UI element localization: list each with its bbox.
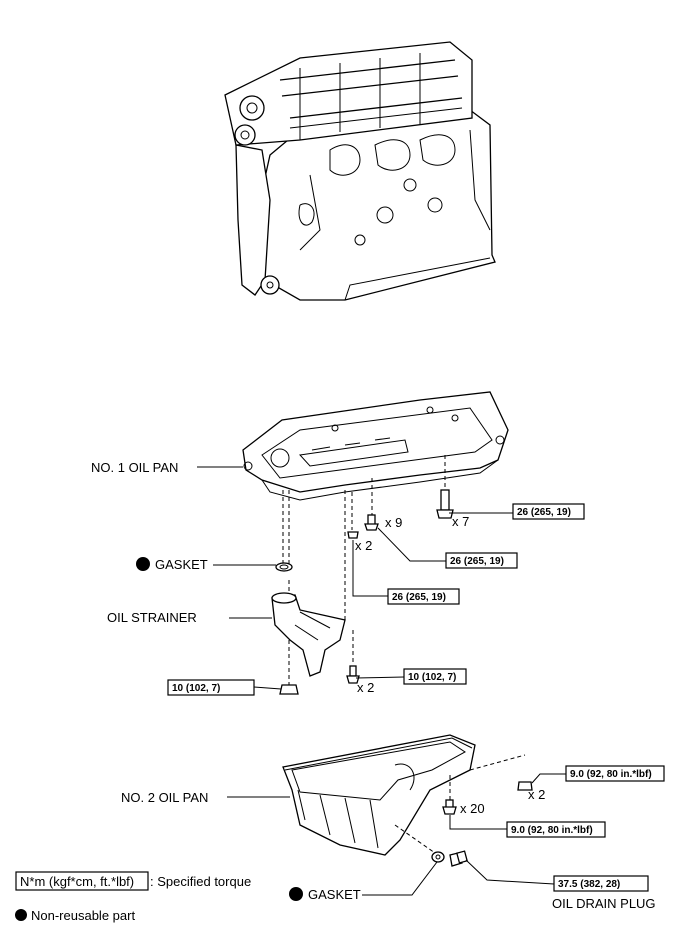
torque-box-strainer: 10 (102, 7) [167, 679, 255, 696]
no2-oil-pan-illustration [282, 734, 476, 856]
gasket-upper-illustration [275, 562, 293, 572]
torque-box-nut-x2: 9.0 (92, 80 in.*lbf) [565, 765, 665, 782]
non-reusable-marker-gasket-upper [136, 557, 150, 571]
qty-x2-strainer: x 2 [357, 680, 374, 695]
torque-box-x2: 26 (265, 19) [387, 588, 460, 605]
label-no2-oil-pan: NO. 2 OIL PAN [121, 790, 208, 805]
oil-drain-plug-illustration [449, 850, 468, 867]
bolt-x20 [442, 799, 457, 815]
torque-box-bolt-x20: 9.0 (92, 80 in.*lbf) [506, 821, 606, 838]
legend-non-reusable-marker [15, 909, 27, 921]
engine-block-illustration [224, 41, 496, 301]
oil-strainer-illustration [271, 592, 346, 677]
label-gasket-upper: GASKET [155, 557, 208, 572]
torque-value-x9: 26 (265, 19) [450, 556, 504, 567]
qty-x9: x 9 [385, 515, 402, 530]
nut-x2 [517, 781, 533, 791]
bolt-x7 [436, 489, 454, 519]
torque-value-x7: 26 (265, 19) [517, 507, 571, 518]
legend-torque-text: : Specified torque [150, 874, 251, 889]
qty-x2-nut: x 2 [528, 787, 545, 802]
legend: N*m (kgf*cm, ft.*lbf) : Specified torque… [15, 871, 251, 923]
qty-x20: x 20 [460, 801, 485, 816]
gasket-lower-illustration [431, 851, 445, 863]
legend-torque-box [15, 871, 149, 891]
torque-value-drain: 37.5 (382, 28) [558, 879, 620, 890]
torque-box-strainer-bolts: 10 (102, 7) [403, 668, 467, 685]
qty-x2-stud: x 2 [355, 538, 372, 553]
torque-box-drain: 37.5 (382, 28) [553, 875, 649, 892]
torque-box-x7: 26 (265, 19) [512, 503, 585, 520]
no1-oil-pan-illustration [242, 391, 509, 501]
torque-value-nut-x2: 9.0 (92, 80 in.*lbf) [570, 769, 652, 780]
stud-x2 [347, 531, 359, 539]
legend-torque-unit: N*m (kgf*cm, ft.*lbf) [20, 874, 134, 889]
torque-value-strainer-bolts: 10 (102, 7) [408, 672, 456, 683]
legend-non-reusable-text: Non-reusable part [31, 908, 135, 923]
label-gasket-lower: GASKET [308, 887, 361, 902]
torque-value-strainer: 10 (102, 7) [172, 683, 220, 694]
label-oil-drain-plug: OIL DRAIN PLUG [552, 896, 656, 911]
torque-value-bolt-x20: 9.0 (92, 80 in.*lbf) [511, 825, 593, 836]
torque-value-x2: 26 (265, 19) [392, 592, 446, 603]
qty-x7: x 7 [452, 514, 469, 529]
torque-box-x9: 26 (265, 19) [445, 552, 518, 569]
label-oil-strainer: OIL STRAINER [107, 610, 197, 625]
label-no1-oil-pan: NO. 1 OIL PAN [91, 460, 178, 475]
non-reusable-marker-gasket-lower [289, 887, 303, 901]
strainer-nut [279, 684, 299, 695]
bolt-x9 [364, 514, 379, 531]
